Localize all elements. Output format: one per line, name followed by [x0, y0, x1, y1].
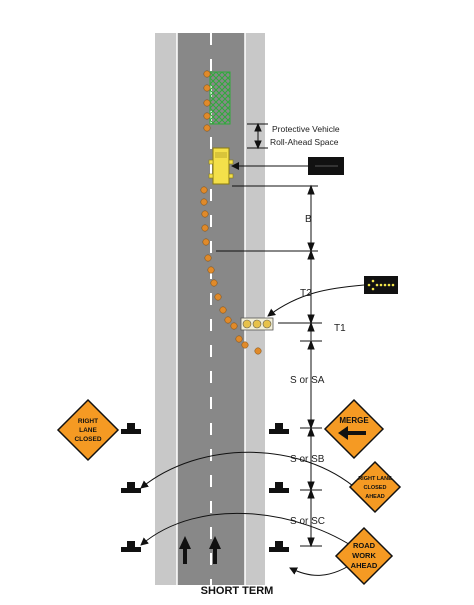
sign-stand-icon: [121, 541, 141, 552]
cone: [219, 306, 227, 314]
sign-line: CLOSED: [364, 485, 387, 491]
s-or-sc-label: S or SC: [290, 516, 325, 527]
sign-line: AHEAD: [365, 494, 385, 500]
s-or-sa-label: S or SA: [290, 375, 325, 386]
arrow-panel-leader: [267, 284, 365, 317]
s-or-sb-label: S or SB: [290, 454, 325, 465]
cone: [203, 70, 211, 78]
cone: [235, 335, 243, 343]
cone: [200, 186, 208, 194]
sign-stand-icon: [269, 482, 289, 493]
t1-label: T1: [334, 323, 346, 334]
cone: [203, 124, 211, 132]
road-work-ahead-sign: ROAD WORK AHEAD: [334, 526, 394, 586]
road-surface: [177, 33, 245, 585]
cone: [202, 238, 210, 246]
right-lane-closed-sign: RIGHT LANE CLOSED: [56, 398, 120, 462]
sign-line: CLOSED: [74, 436, 101, 443]
cone: [224, 316, 232, 324]
up-arrow-icon: [209, 536, 221, 564]
t2-label: T2: [300, 288, 312, 299]
sign-stand-icon: [269, 423, 289, 434]
cone: [200, 198, 208, 206]
work-area: [209, 71, 231, 125]
protective-vehicle: [208, 147, 234, 185]
cone: [203, 84, 211, 92]
cone: [214, 293, 222, 301]
cone: [204, 254, 212, 262]
sign-line: AHEAD: [351, 561, 378, 570]
caption: SHORT TERM: [200, 585, 274, 597]
left-arrow-icon: [338, 426, 366, 440]
merge-sign: MERGE: [323, 398, 385, 460]
sign-stands: [121, 423, 289, 552]
dimension-lines: [216, 122, 322, 548]
cone: [241, 341, 249, 349]
b-label: B: [305, 214, 312, 225]
cone: [210, 279, 218, 287]
sign-line: RIGHT LANE: [358, 476, 392, 482]
cone-taper: [200, 70, 262, 355]
left-shoulder: [155, 33, 177, 585]
protective-space-label-line2: Roll-Ahead Space: [270, 137, 339, 147]
cone: [201, 224, 209, 232]
sign-line: MERGE: [339, 416, 369, 425]
up-arrow-icon: [179, 536, 191, 564]
arrow-board-icon: [308, 157, 344, 175]
cone: [203, 99, 211, 107]
sign-line: LANE: [79, 427, 97, 434]
sign-stand-icon: [121, 423, 141, 434]
cone: [203, 112, 211, 120]
sign-stand-icon: [121, 482, 141, 493]
sign-line: ROAD: [353, 541, 376, 550]
cone: [207, 266, 215, 274]
cone: [230, 322, 238, 330]
protective-space-label-line1: Protective Vehicle: [272, 124, 340, 134]
sign-line: RIGHT: [78, 418, 98, 425]
sign-line: WORK: [352, 551, 376, 560]
flashing-arrow-panel-icon: [364, 276, 398, 294]
cone: [201, 210, 209, 218]
cone: [254, 347, 262, 355]
sign-stand-icon: [269, 541, 289, 552]
right-lane-closed-ahead-sign: RIGHT LANE CLOSED AHEAD: [348, 460, 402, 514]
right-shoulder: [245, 33, 265, 585]
warning-light-icon: [240, 317, 274, 331]
roadway: [155, 33, 265, 585]
